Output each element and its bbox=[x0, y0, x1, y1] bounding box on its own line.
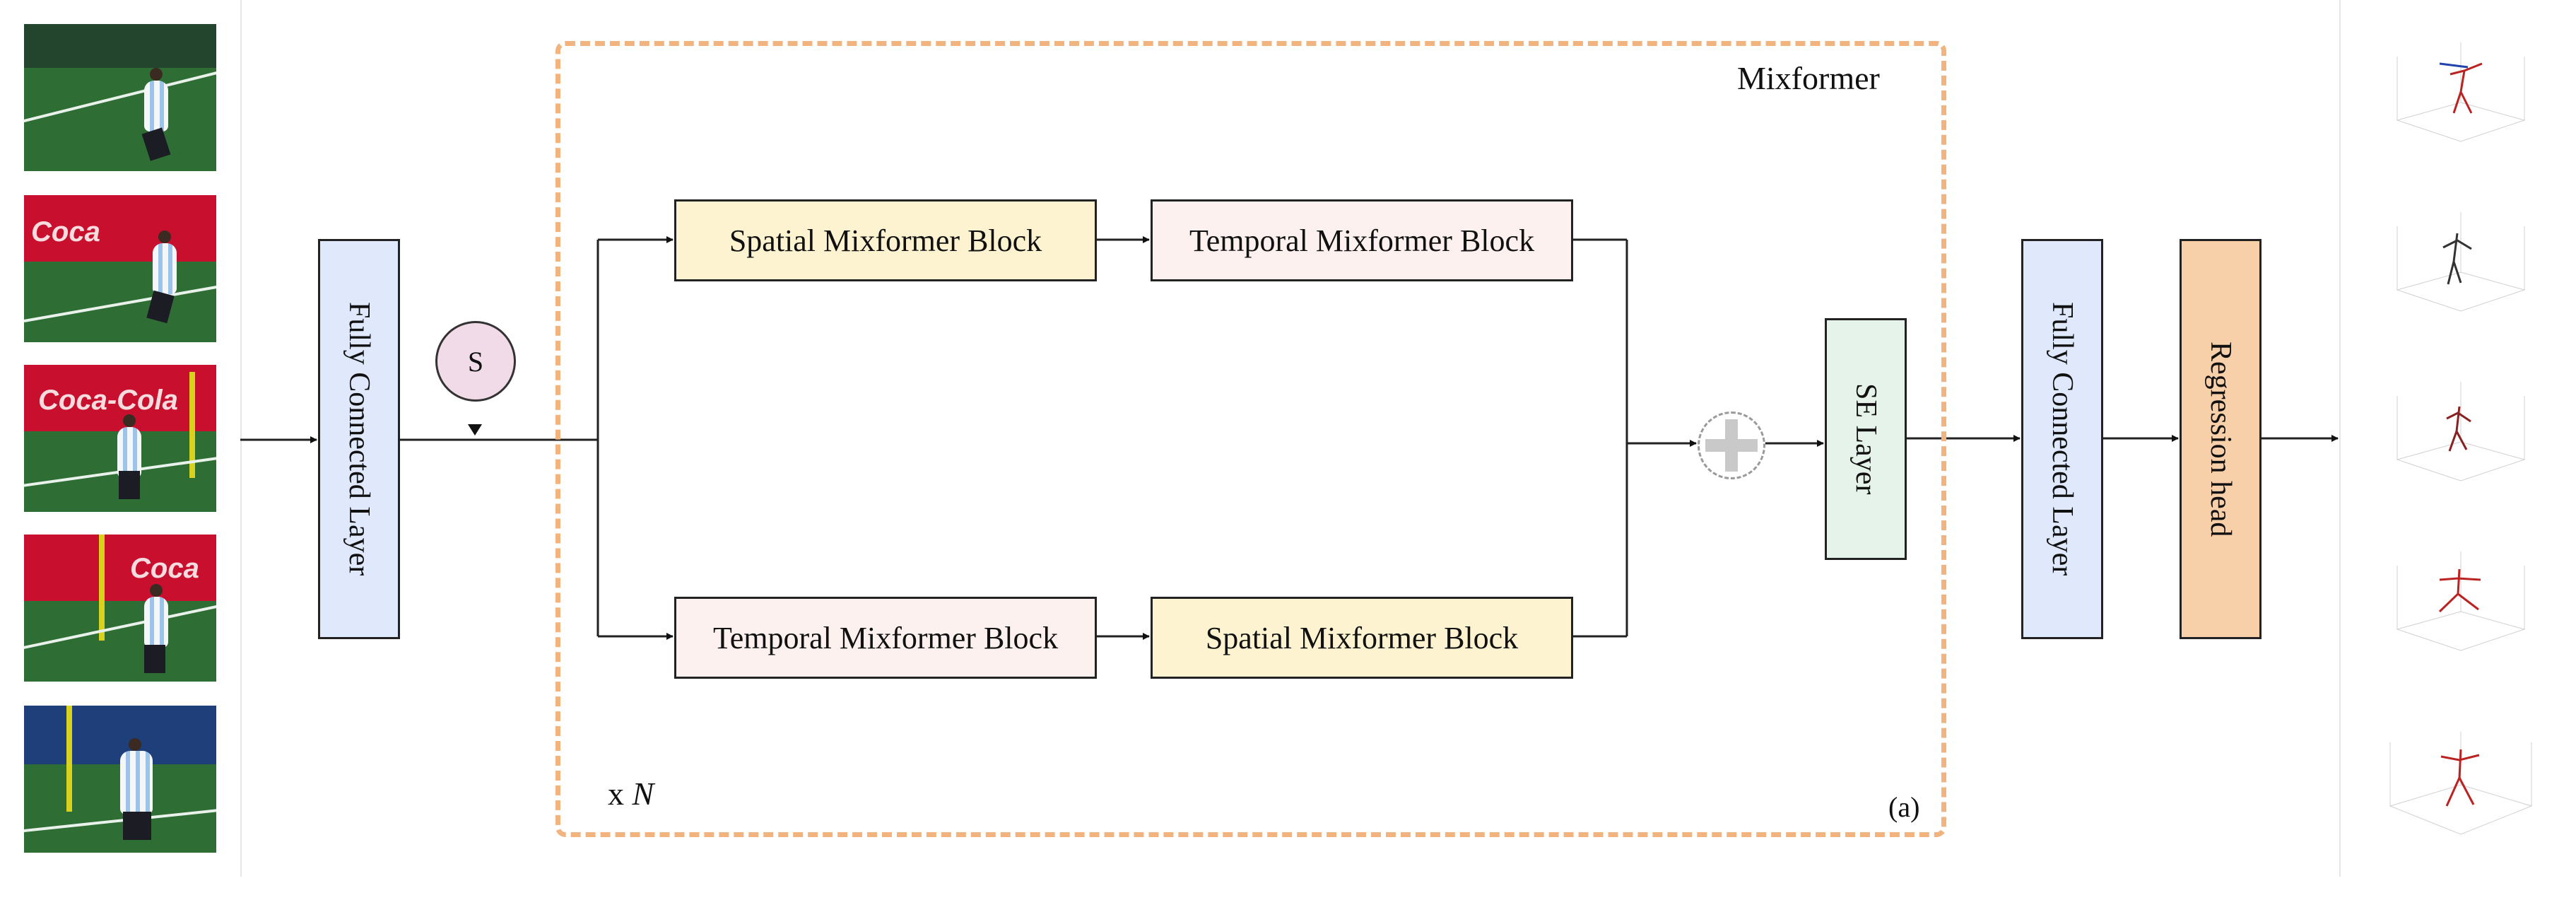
fc-output-label: Fully Connected Layer bbox=[2046, 302, 2078, 576]
bottom-temporal-mixformer-block: Temporal Mixformer Block bbox=[674, 597, 1097, 679]
s-node-label: S bbox=[467, 345, 484, 378]
top-temporal-label: Temporal Mixformer Block bbox=[1189, 223, 1535, 258]
se-layer-label: SE Layer bbox=[1849, 383, 1882, 495]
input-frame: Coca-Cola bbox=[24, 365, 216, 512]
bottom-spatial-label: Spatial Mixformer Block bbox=[1205, 620, 1519, 655]
top-spatial-label: Spatial Mixformer Block bbox=[729, 223, 1042, 258]
fully-connected-layer-input: Fully Connected Layer bbox=[318, 239, 400, 639]
pose-3d-plot bbox=[2396, 551, 2526, 651]
pose-3d-plot bbox=[2389, 732, 2533, 835]
top-spatial-mixformer-block: Spatial Mixformer Block bbox=[674, 199, 1097, 281]
se-layer: SE Layer bbox=[1825, 318, 1907, 560]
input-frame: Coca bbox=[24, 195, 216, 342]
panel-tag: (a) bbox=[1888, 791, 1920, 823]
top-temporal-mixformer-block: Temporal Mixformer Block bbox=[1151, 199, 1573, 281]
regression-head-label: Regression head bbox=[2204, 341, 2237, 537]
add-fusion-icon bbox=[1698, 411, 1765, 479]
pose-3d-plot bbox=[2396, 212, 2526, 312]
input-frame bbox=[24, 24, 216, 171]
output-poses-panel bbox=[2339, 0, 2576, 877]
pose-3d-plot bbox=[2396, 42, 2526, 142]
s-node: S bbox=[435, 321, 516, 402]
fully-connected-layer-output: Fully Connected Layer bbox=[2021, 239, 2103, 639]
repeat-label: x N bbox=[608, 776, 654, 812]
mixformer-container bbox=[555, 41, 1946, 837]
regression-head: Regression head bbox=[2180, 239, 2262, 639]
bottom-spatial-mixformer-block: Spatial Mixformer Block bbox=[1151, 597, 1573, 679]
input-frame bbox=[24, 706, 216, 853]
bottom-temporal-label: Temporal Mixformer Block bbox=[712, 620, 1059, 655]
pose-3d-plot bbox=[2396, 382, 2526, 481]
input-frames-panel: Coca Coca-Cola Coca bbox=[0, 0, 242, 877]
fc-input-label: Fully Connected Layer bbox=[343, 302, 375, 576]
mixformer-title: Mixformer bbox=[1737, 60, 1880, 96]
input-frame: Coca bbox=[24, 535, 216, 682]
